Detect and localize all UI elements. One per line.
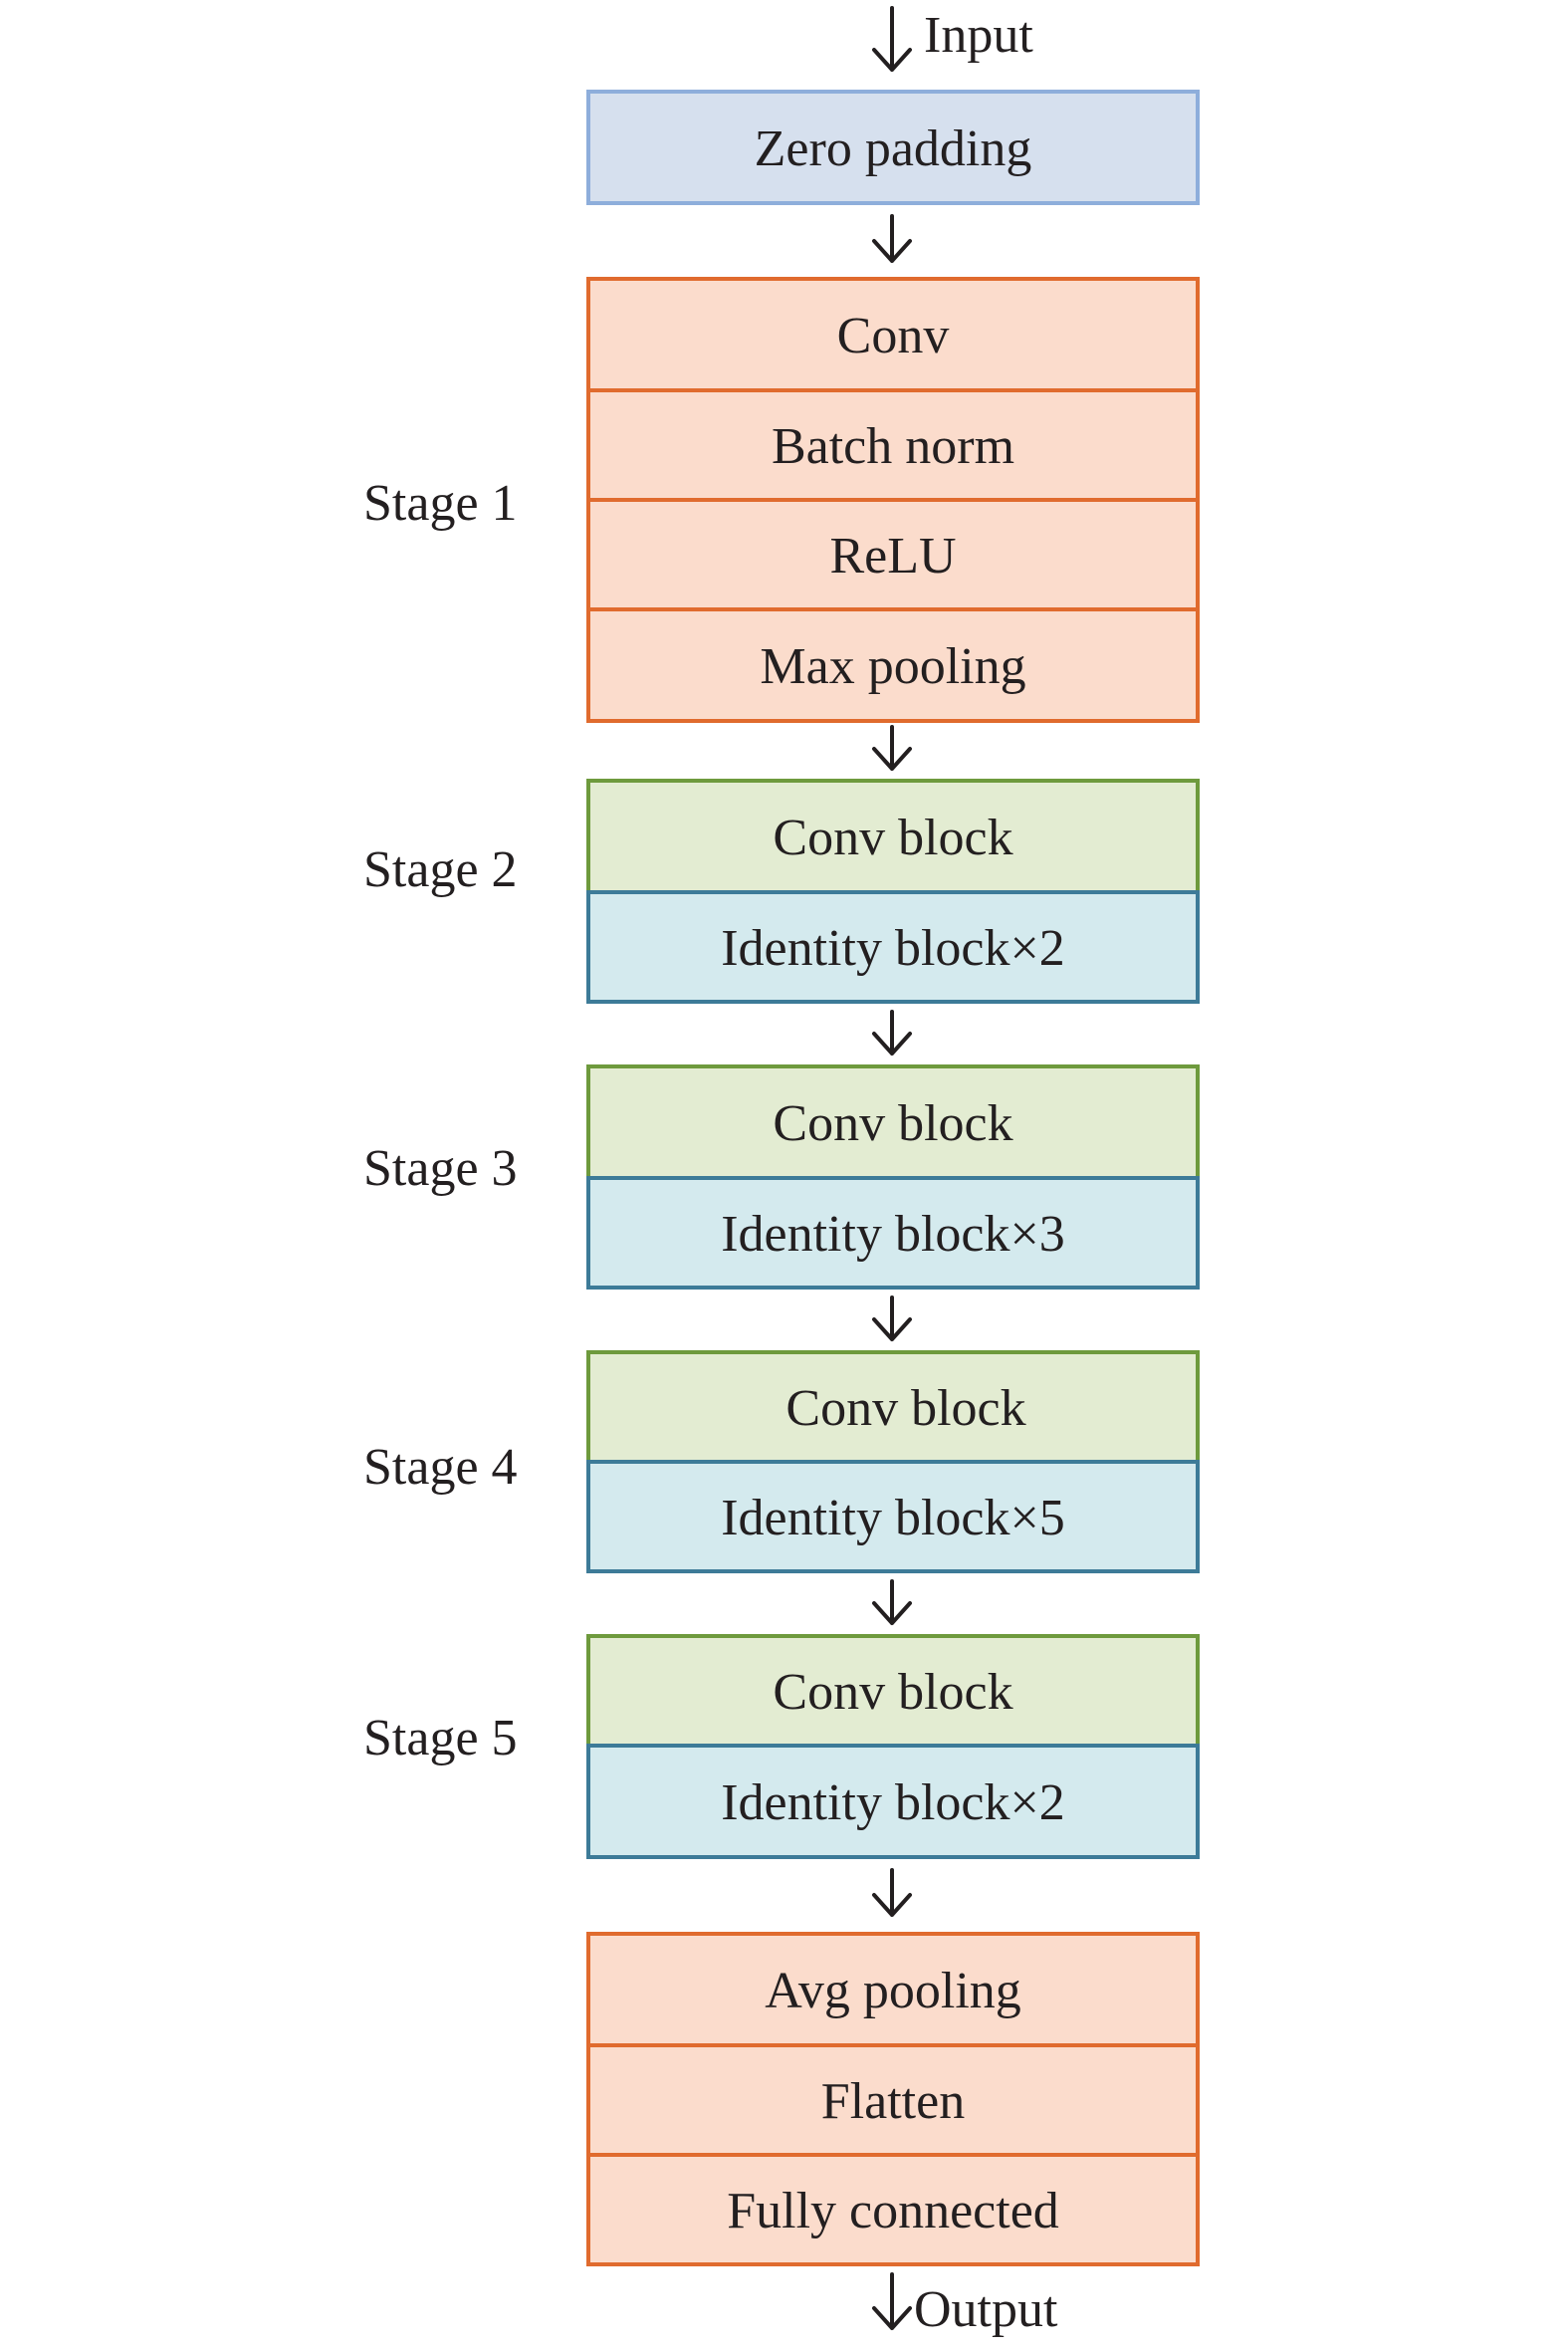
- block-label: ReLU: [829, 528, 956, 585]
- fully-connected-box: Fully connected: [586, 2153, 1200, 2266]
- flatten-box: Flatten: [586, 2043, 1200, 2157]
- input-arrow: [872, 6, 912, 72]
- stage-3-label: Stage 3: [363, 1140, 518, 1197]
- stage4-conv-block-box: Conv block: [586, 1350, 1200, 1464]
- input-indicator: Input: [872, 6, 1033, 72]
- flow-arrow: [872, 214, 912, 263]
- relu-box: ReLU: [586, 498, 1200, 611]
- stage-2-label: Stage 2: [363, 841, 518, 898]
- block-label: Conv block: [785, 1380, 1025, 1437]
- avg-pooling-box: Avg pooling: [586, 1932, 1200, 2047]
- stage4-identity-block-box: Identity block×5: [586, 1460, 1200, 1573]
- max-pooling-box: Max pooling: [586, 607, 1200, 723]
- block-label: Batch norm: [772, 418, 1014, 475]
- block-label: Identity block×3: [721, 1206, 1065, 1263]
- block-label: Identity block×2: [721, 920, 1065, 977]
- block-label: Max pooling: [760, 638, 1025, 695]
- block-label: Flatten: [821, 2073, 965, 2130]
- flow-arrow: [872, 1010, 912, 1056]
- output-label: Output: [914, 2281, 1058, 2338]
- block-label: Conv block: [773, 1095, 1012, 1152]
- stage-1-label: Stage 1: [363, 475, 518, 532]
- block-label: Conv block: [773, 1664, 1012, 1721]
- block-label: Fully connected: [727, 2183, 1059, 2239]
- zero-padding-box: Zero padding: [586, 90, 1200, 205]
- stage-5-label: Stage 5: [363, 1710, 518, 1766]
- batch-norm-box: Batch norm: [586, 388, 1200, 502]
- conv-box: Conv: [586, 277, 1200, 392]
- block-label: Conv: [837, 308, 950, 364]
- stage2-conv-block-box: Conv block: [586, 779, 1200, 894]
- block-label: Identity block×2: [721, 1774, 1065, 1831]
- flow-arrow: [872, 1295, 912, 1341]
- output-arrow: [872, 2272, 912, 2330]
- stage-4-label: Stage 4: [363, 1439, 518, 1496]
- block-label: Conv block: [773, 810, 1012, 866]
- flow-arrow: [872, 725, 912, 771]
- stage3-identity-block-box: Identity block×3: [586, 1176, 1200, 1290]
- stage2-identity-block-box: Identity block×2: [586, 890, 1200, 1004]
- flow-arrow: [872, 1868, 912, 1917]
- flow-arrow: [872, 1579, 912, 1625]
- stage5-identity-block-box: Identity block×2: [586, 1744, 1200, 1859]
- output-indicator: Output: [872, 2272, 1058, 2338]
- stage3-conv-block-box: Conv block: [586, 1064, 1200, 1180]
- block-label: Zero padding: [755, 120, 1032, 177]
- block-label: Identity block×5: [721, 1490, 1065, 1546]
- stage5-conv-block-box: Conv block: [586, 1634, 1200, 1748]
- input-label: Input: [924, 7, 1033, 64]
- block-label: Avg pooling: [765, 1963, 1021, 2019]
